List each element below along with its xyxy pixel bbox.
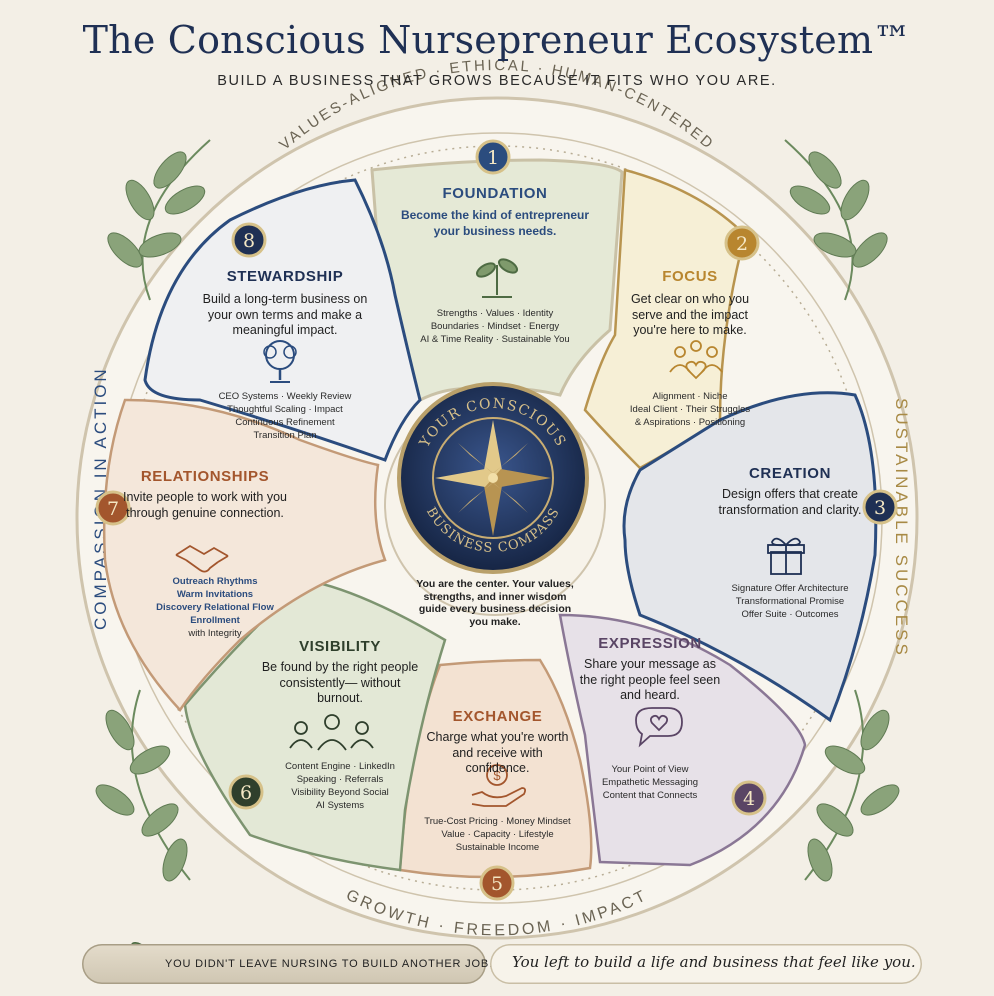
segment-number-badge-creation: 3 — [862, 489, 898, 525]
segment-panel-creation[interactable] — [622, 391, 878, 723]
segment-title-foundation: FOUNDATION — [442, 185, 548, 202]
segment-panel-stewardship[interactable] — [143, 178, 422, 462]
segment-description-relationships: Invite people to work with you through g… — [123, 490, 287, 520]
segment-item: Strengths · Values · Identity — [436, 308, 554, 319]
segment-item: Discovery Relational Flow — [156, 602, 274, 613]
hand-coin-icon: $ — [471, 764, 527, 807]
segment-number: 3 — [874, 497, 886, 519]
segment-panel-relationships[interactable] — [102, 398, 387, 713]
segment-item: Signature Offer Architecture — [731, 583, 849, 594]
segment-item: Your Point of View — [611, 764, 689, 775]
segment-title-focus: FOCUS — [662, 268, 718, 285]
segment-description-creation: Design offers that create transformation… — [718, 487, 862, 517]
segment-item: Alignment · Niche — [652, 391, 728, 402]
segment-item: Speaking · Referrals — [296, 774, 384, 785]
footer-banner-right — [490, 944, 922, 984]
segment-title-stewardship: STEWARDSHIP — [226, 268, 344, 285]
segment-number-badge-exchange: 5 — [479, 865, 515, 901]
segment-number: 6 — [240, 782, 252, 804]
segment-description-exchange: Charge what you're worth and receive wit… — [426, 730, 569, 775]
page-subtitle: BUILD A BUSINESS THAT GROWS BECAUSE IT F… — [217, 73, 777, 89]
segment-number-badge-focus: 2 — [724, 225, 760, 261]
tree-icon — [263, 340, 297, 383]
segment-item: Warm Invitations — [176, 589, 254, 600]
footer-right-text: You left to build a life and business th… — [512, 953, 916, 971]
segment-number-badge-visibility: 6 — [228, 774, 264, 810]
footer-banner-left — [82, 944, 486, 984]
segment-title-creation: CREATION — [748, 465, 832, 482]
segment-item: Thoughtful Scaling · Impact — [227, 404, 343, 415]
segment-item: Ideal Client · Their Struggles — [629, 404, 751, 415]
segment-item: Content that Connects — [602, 790, 698, 801]
segment-item: Empathetic Messaging — [601, 777, 699, 788]
segment-item: AI Systems — [315, 800, 365, 811]
segment-description-foundation: Become the kind of entrepreneur your bus… — [400, 208, 590, 238]
speech-heart-icon — [635, 707, 683, 748]
segment-item: Value · Capacity · Lifestyle — [441, 829, 554, 840]
gift-icon — [767, 537, 805, 575]
segment-number: 8 — [243, 230, 255, 252]
segment-number-badge-stewardship: 8 — [231, 222, 267, 258]
svg-text:$: $ — [493, 768, 501, 783]
segment-title-exchange: EXCHANGE — [452, 708, 543, 725]
segment-title-relationships: RELATIONSHIPS — [140, 468, 270, 485]
segment-item: True-Cost Pricing · Money Mindset — [424, 816, 571, 827]
segment-item: CEO Systems · Weekly Review — [218, 391, 352, 402]
leaf-branch-right — [784, 139, 900, 882]
ring-right-text: SUSTAINABLE SUCCESS — [892, 398, 911, 658]
segment-item: Offer Suite · Outcomes — [741, 609, 839, 620]
segment-description-stewardship: Build a long-term business on your own t… — [202, 292, 368, 337]
handshake-icon — [175, 544, 229, 573]
segment-item: with Integrity — [188, 628, 242, 639]
segment-item: Outreach Rhythms — [172, 576, 258, 587]
segment-description-expression: Share your message as the right people f… — [579, 657, 721, 702]
audience-icon — [289, 714, 374, 751]
people-heart-icon — [669, 340, 723, 380]
page-title: The Conscious Nursepreneur Ecosystem™ — [82, 18, 912, 62]
leaf-branch-left — [95, 139, 211, 882]
segment-number-badge-expression: 4 — [731, 780, 767, 816]
segment-number: 2 — [736, 233, 748, 255]
center-text: You are the center. Your values, strengt… — [416, 578, 574, 628]
compass-inner-ring — [432, 417, 554, 539]
segment-number: 1 — [487, 147, 499, 169]
segment-item: Boundaries · Mindset · Energy — [430, 321, 560, 332]
segment-item: AI & Time Reality · Sustainable You — [420, 334, 570, 345]
segment-title-visibility: VISIBILITY — [299, 638, 381, 655]
segment-number-badge-relationships: 7 — [95, 490, 131, 526]
segment-item: Sustainable Income — [455, 842, 540, 853]
segment-number-badge-foundation: 1 — [475, 139, 511, 175]
segment-item: Enrollment — [190, 615, 240, 626]
segment-number: 4 — [743, 788, 755, 810]
segment-number: 5 — [491, 873, 503, 895]
segment-item: Transition Plan — [253, 430, 317, 441]
footer-left-text: YOU DIDN'T LEAVE NURSING TO BUILD ANOTHE… — [165, 958, 493, 970]
sprout-icon — [475, 258, 519, 298]
segment-item: & Aspirations · Positioning — [634, 417, 746, 428]
compass-star-icon — [435, 420, 551, 536]
segment-title-expression: EXPRESSION — [598, 635, 702, 652]
segment-item: Content Engine · LinkedIn — [285, 761, 395, 772]
segment-item: Visibility Beyond Social — [291, 787, 389, 798]
segment-item: Transformational Promise — [735, 596, 845, 607]
segment-description-visibility: Be found by the right people consistentl… — [261, 660, 419, 705]
segment-item: Continuous Refinement — [235, 417, 335, 428]
segment-number: 7 — [107, 498, 119, 520]
segment-description-focus: Get clear on who you serve and the impac… — [630, 292, 750, 337]
